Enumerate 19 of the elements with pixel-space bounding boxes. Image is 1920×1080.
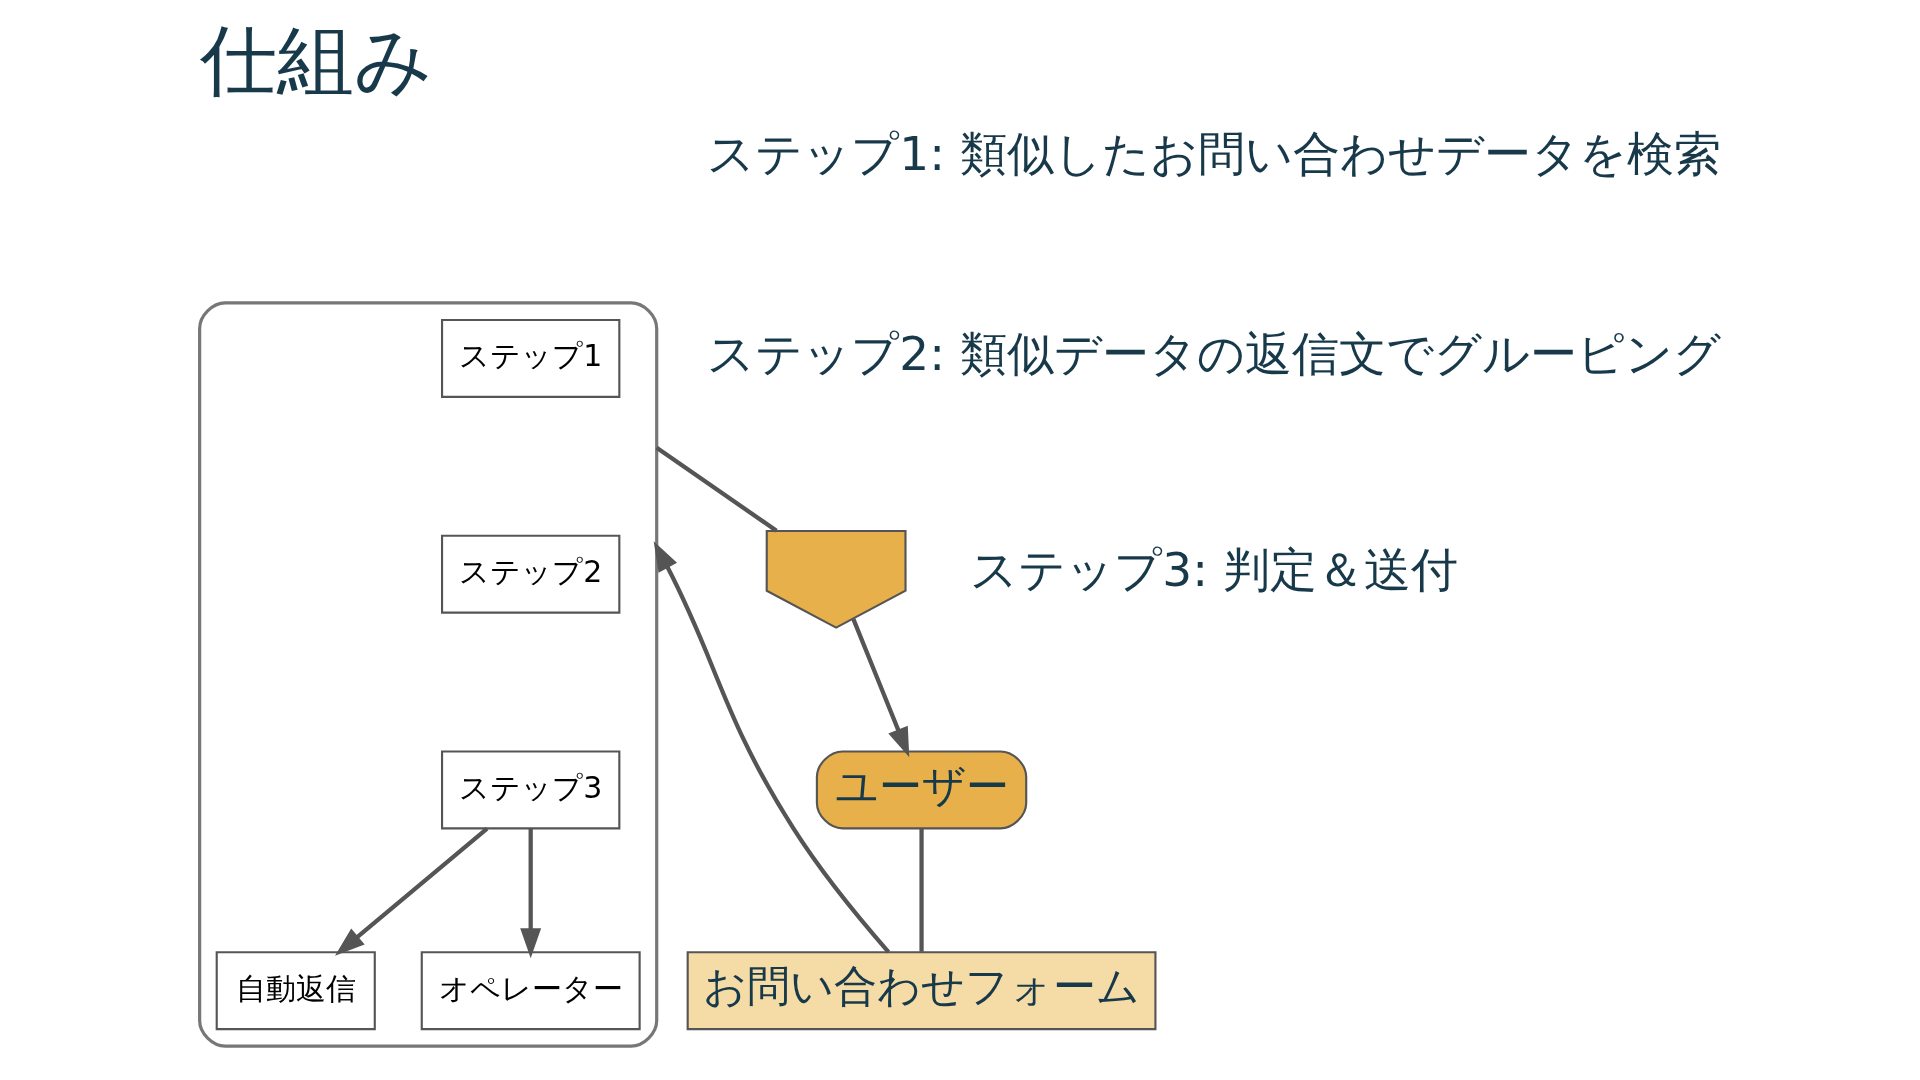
- label: ステップ1: 類似したお問い合わせデータを検索: [707, 125, 1721, 181]
- node-box: ステップ3: [441, 750, 621, 830]
- arrow: [520, 829, 542, 959]
- arrow: [653, 541, 891, 954]
- label: ステップ2: 類似データの返信文でグルーピング: [707, 326, 1721, 382]
- node-box: オペレーター: [420, 951, 641, 1031]
- diagram-title: 仕組み: [199, 15, 433, 105]
- label: ステップ3: 判定＆送付: [970, 542, 1458, 598]
- node-box: お問い合わせフォーム: [686, 951, 1157, 1031]
- arrow: [851, 618, 910, 758]
- node-box: ステップ2: [441, 534, 621, 614]
- node-box: ユーザー: [815, 750, 1028, 830]
- node-box: ステップ1: [441, 318, 621, 398]
- arrow: [335, 826, 489, 956]
- connector: [919, 829, 924, 952]
- cluster: [198, 301, 659, 1048]
- connector: [655, 446, 778, 533]
- node-envelope: [765, 529, 907, 629]
- node-box: 自動返信: [215, 951, 376, 1031]
